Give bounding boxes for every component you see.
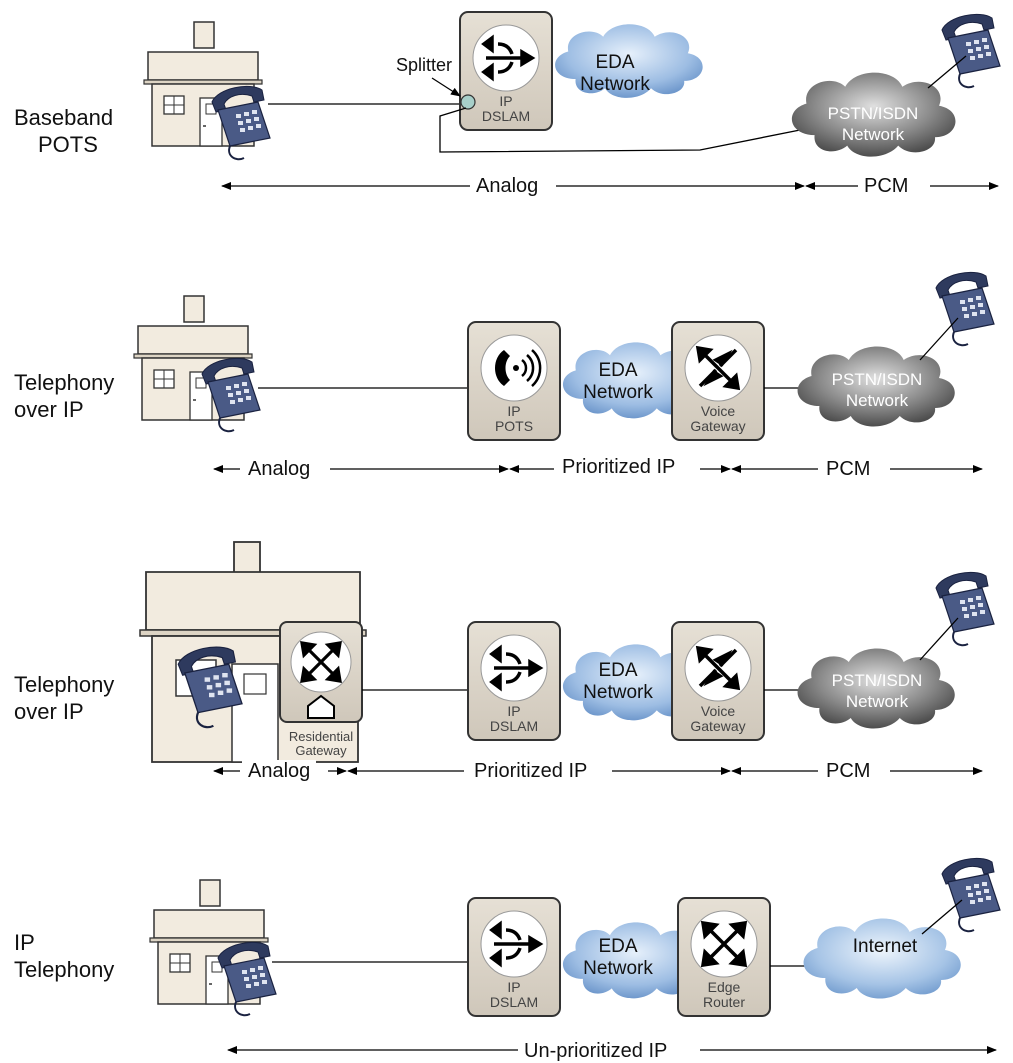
row4-internet-label: Internet [852,936,918,957]
splitter-label: Splitter [396,55,453,75]
router-icon [700,920,748,968]
row2-ip-pots-box [467,321,561,441]
pots-phone-icon [495,349,542,387]
row3-residential-gateway-box [279,621,363,723]
row3-segment-analog: Analog [242,760,317,782]
phone-icon [941,857,1001,933]
row2-segment-prioritized: Prioritized IP [556,456,682,478]
phone-icon [935,271,995,347]
splitter-icon [460,94,476,110]
row4-segment-unprioritized: Un-prioritized IP [518,1040,674,1062]
row1-segment-pcm: PCM [858,175,915,197]
row3-segment-pcm: PCM [820,760,877,782]
row2-voice-gateway-box [671,321,765,441]
voice-gateway-icon [695,645,741,691]
row3-segment-prioritized: Prioritized IP [468,760,594,782]
voice-gateway-icon [695,345,741,391]
phone-icon [941,13,1001,89]
row2-segment-analog: Analog [242,458,317,480]
phone-icon [935,571,995,647]
row4-edge-router-box [677,897,771,1017]
row2-segment-pcm: PCM [820,458,877,480]
row4-internet-cloud [803,918,961,999]
row1-segment-analog: Analog [470,175,545,197]
router-icon [300,641,342,683]
row3-voice-gateway-box [671,621,765,741]
